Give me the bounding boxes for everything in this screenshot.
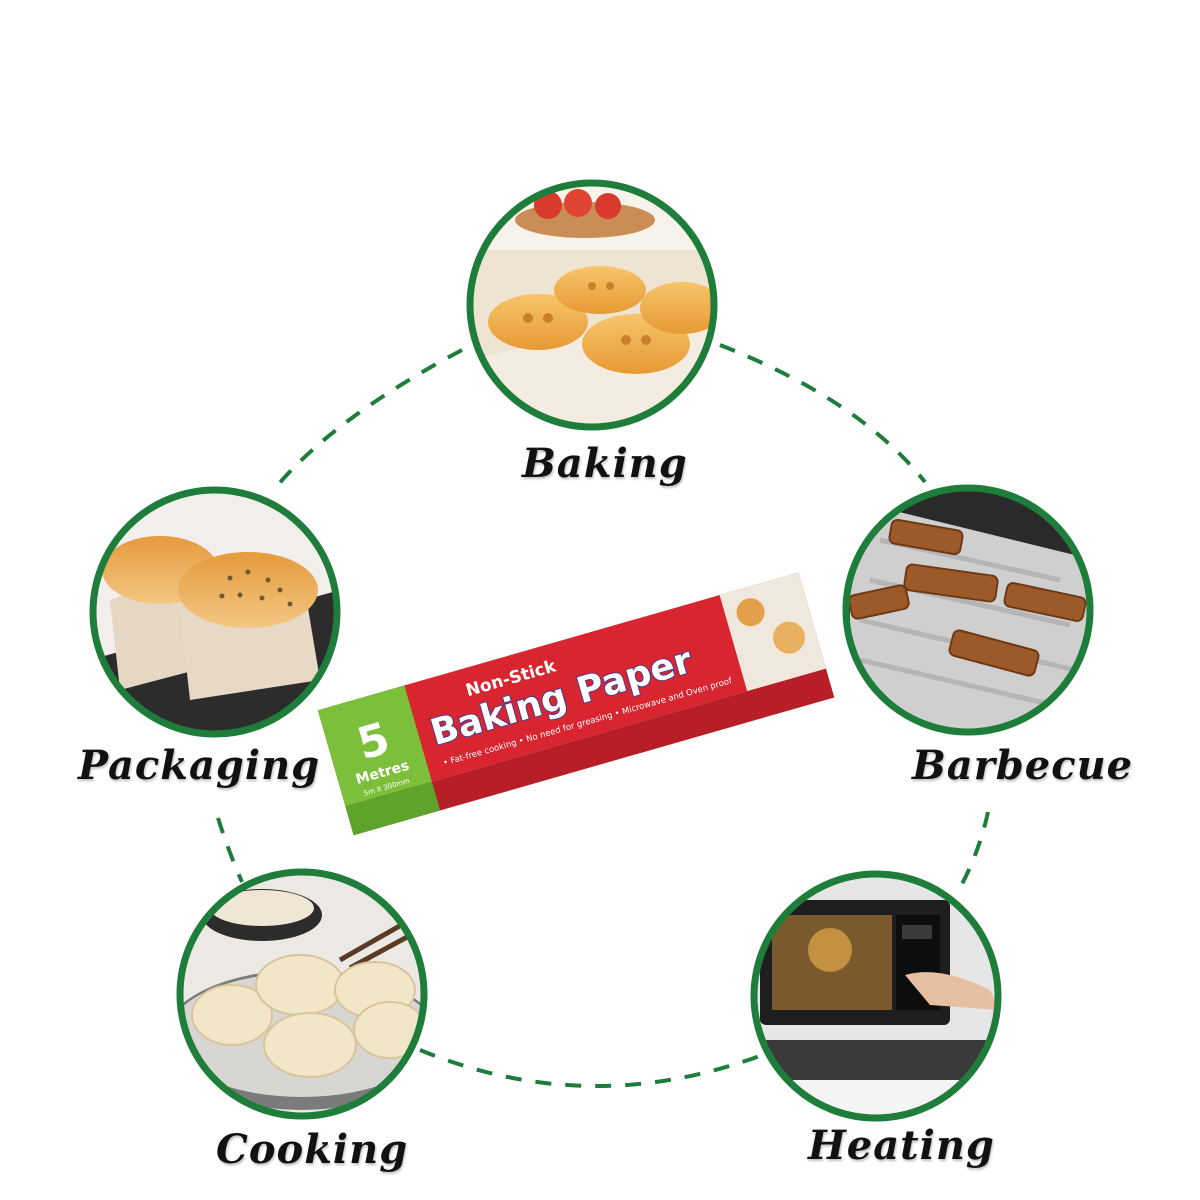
label-heating: Heating xyxy=(808,1122,995,1169)
label-packaging: Packaging xyxy=(78,742,321,789)
cookies-on-paper-icon xyxy=(466,179,718,431)
label-barbecue: Barbecue xyxy=(912,742,1134,789)
baking-paper-box: 5 Metres 5m X 300mm Non-Stick Baking Pap… xyxy=(317,572,835,836)
label-baking: Baking xyxy=(522,440,688,487)
grilled-meat-icon xyxy=(842,484,1094,736)
microwave-oven-icon xyxy=(750,870,1002,1122)
dashed-connector-ring xyxy=(216,343,990,1088)
steamed-buns-icon xyxy=(176,868,428,1120)
label-cooking: Cooking xyxy=(216,1126,409,1173)
bread-loaves-icon xyxy=(89,486,341,738)
